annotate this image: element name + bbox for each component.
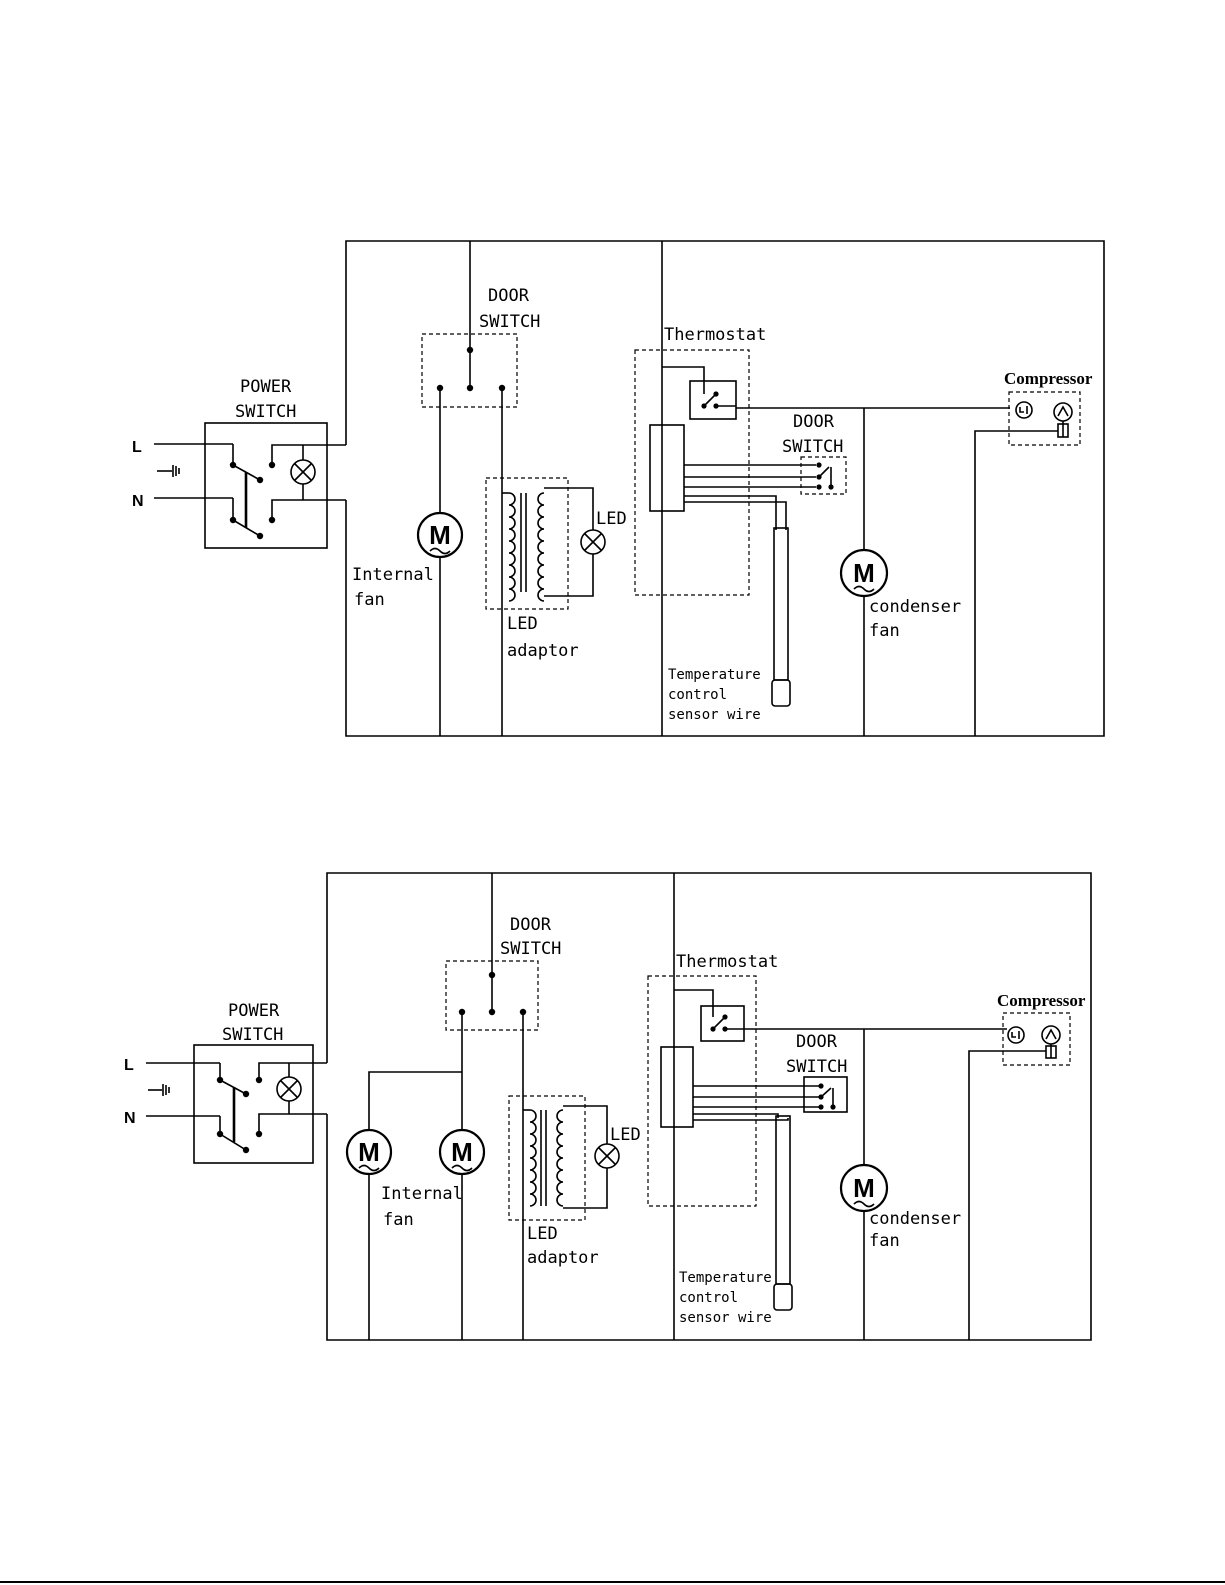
sensor-label-1: Temperature (668, 667, 761, 683)
condenser-fan-2: M condenser fan (841, 1029, 961, 1340)
internal-fan: M Internal fan (352, 513, 462, 610)
condenser-motor-symbol-2: M (853, 1173, 875, 1203)
neutral-terminal-label: N (132, 493, 144, 510)
sensor-label-2: control (668, 687, 727, 703)
supply-terminals: L N (132, 439, 233, 510)
starter-relay-icon (1054, 403, 1072, 437)
led-adaptor-label-2: adaptor (507, 641, 579, 661)
temperature-sensor: Temperature control sensor wire (668, 528, 790, 723)
internal-fan-label-1: Internal (352, 565, 434, 585)
thermostat-2: Thermostat (648, 952, 1007, 1206)
door-switch-2-label-1: DOOR (793, 412, 835, 432)
power-switch-label-2: SWITCH (235, 402, 296, 422)
power-switch-2-label-2: SWITCH (222, 1025, 283, 1045)
power-switch-label-1: POWER (240, 377, 292, 397)
fan-motor-icon: M (418, 513, 462, 557)
thermostat: Thermostat (635, 325, 1010, 595)
sensor-2-label-1: Temperature (679, 1270, 772, 1286)
door-switch-4-label-2: SWITCH (786, 1057, 847, 1077)
internal-fan-label-2: fan (354, 590, 385, 610)
led-label: LED (596, 509, 627, 529)
condenser-fan-motor-icon-2: M (841, 1165, 887, 1211)
sensor-2-label-3: sensor wire (679, 1310, 772, 1326)
condenser-motor-symbol: M (853, 558, 875, 588)
door-switch-label-2: SWITCH (479, 312, 540, 332)
compressor-2: Compressor (969, 991, 1086, 1340)
led-adaptor-2-label-2: adaptor (527, 1248, 599, 1268)
fan-motor-icon-2b: M (440, 1130, 484, 1174)
door-switch-thermostat: DOOR SWITCH (782, 412, 846, 494)
internal-fan-2-label-1: Internal (381, 1184, 463, 1204)
starter-relay-icon-2 (1042, 1026, 1060, 1058)
ground-icon-2 (148, 1084, 169, 1096)
motor-symbol-2b: M (451, 1137, 473, 1167)
internal-fan-2-label-2: fan (383, 1210, 414, 1230)
indicator-lamp-icon-2 (277, 1063, 301, 1114)
led-adaptor-label-1: LED (507, 614, 538, 634)
internal-fan-2: M M Internal fan (347, 1130, 484, 1230)
overload-protector-icon (1016, 402, 1032, 418)
led-lamp-icon (581, 530, 605, 554)
sensor-2-label-2: control (679, 1290, 738, 1306)
led-adaptor: LED LED adaptor (486, 478, 627, 661)
power-switch-2: POWER SWITCH (194, 1001, 327, 1163)
indicator-lamp-icon (291, 445, 315, 500)
door-switch-3-label-2: SWITCH (500, 939, 561, 959)
door-switch-label-1: DOOR (488, 286, 530, 306)
power-switch-2-label-1: POWER (228, 1001, 280, 1021)
led-lamp-icon-2 (595, 1144, 619, 1168)
door-switch-4-label-1: DOOR (796, 1032, 838, 1052)
condenser-fan: M condenser fan (841, 408, 961, 736)
thermostat-label: Thermostat (664, 325, 766, 345)
condenser-fan-2-label-1: condenser (869, 1209, 961, 1229)
sensor-label-3: sensor wire (668, 707, 761, 723)
page-bottom-rule (0, 1581, 1225, 1583)
condenser-fan-label-2: fan (869, 621, 900, 641)
line-terminal-label-2: L (124, 1057, 134, 1074)
door-switch-light: DOOR SWITCH (422, 286, 540, 736)
neutral-terminal-label-2: N (124, 1110, 136, 1127)
compressor-2-label: Compressor (997, 991, 1086, 1010)
door-switch-3-label-1: DOOR (510, 915, 552, 935)
main-circuit-frame (346, 241, 1104, 736)
door-switch-light-2: DOOR SWITCH (369, 915, 561, 1340)
led-adaptor-2: LED LED adaptor (509, 1096, 641, 1268)
overload-protector-icon-2 (1008, 1027, 1024, 1043)
ground-icon (157, 465, 179, 477)
compressor: Compressor (975, 369, 1093, 736)
motor-symbol-2a: M (358, 1137, 380, 1167)
motor-symbol: M (429, 520, 451, 550)
thermostat-2-label: Thermostat (676, 952, 778, 972)
temperature-sensor-2: Temperature control sensor wire (679, 1116, 792, 1326)
door-switch-thermostat-2: DOOR SWITCH (786, 1032, 847, 1112)
condenser-fan-2-label-2: fan (869, 1231, 900, 1251)
compressor-label: Compressor (1004, 369, 1093, 388)
supply-terminals-2: L N (124, 1057, 220, 1127)
led-label-2: LED (610, 1125, 641, 1145)
wiring-diagram-1: L N POWER SWITCH (132, 241, 1104, 736)
condenser-fan-label-1: condenser (869, 597, 961, 617)
power-switch: POWER SWITCH (205, 377, 346, 548)
line-terminal-label: L (132, 439, 142, 456)
condenser-fan-motor-icon: M (841, 550, 887, 596)
wiring-diagram-2: L N POWER SWITCH (124, 873, 1091, 1340)
led-adaptor-2-label-1: LED (527, 1224, 558, 1244)
door-switch-2-label-2: SWITCH (782, 437, 843, 457)
fan-motor-icon-2a: M (347, 1130, 391, 1174)
